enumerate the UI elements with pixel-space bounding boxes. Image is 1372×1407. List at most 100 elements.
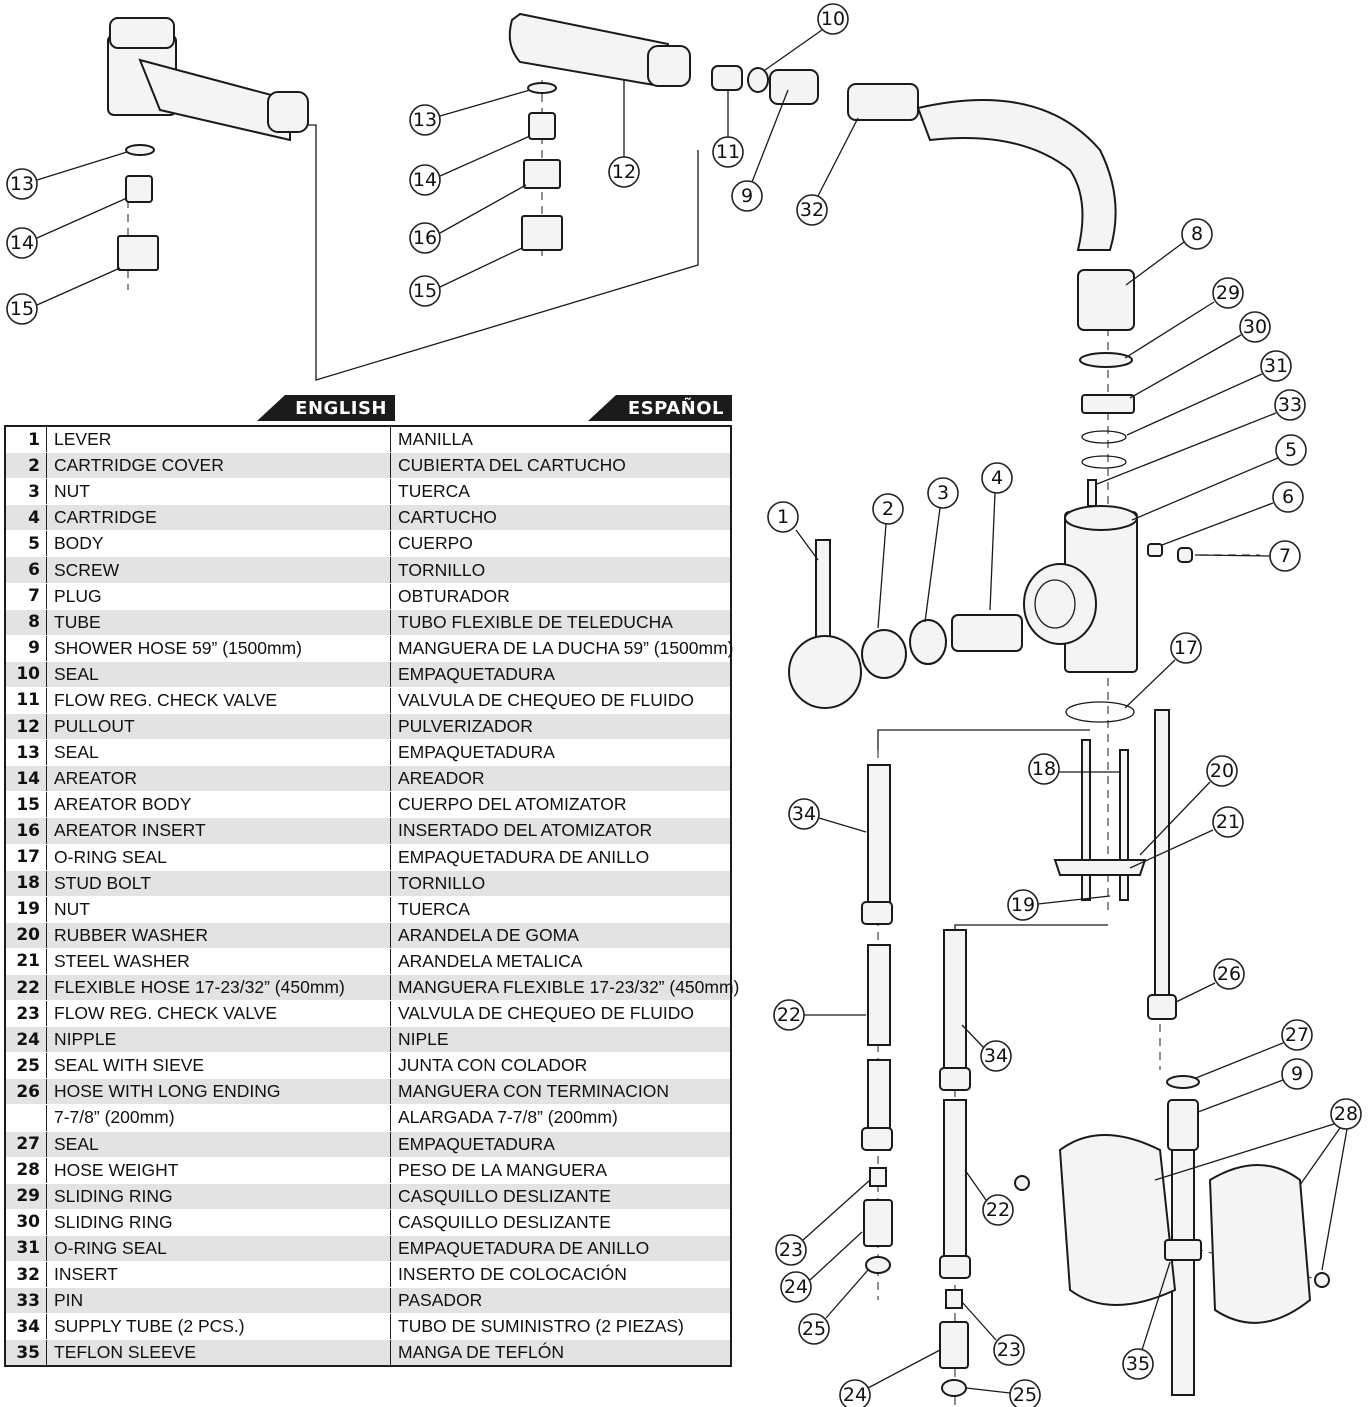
part-name-english: STUD BOLT: [46, 870, 391, 897]
svg-text:33: 33: [1278, 394, 1302, 416]
callout-13-left: 13: [6, 151, 128, 200]
svg-text:14: 14: [10, 232, 34, 254]
part-number: 1: [5, 426, 47, 454]
part-number: 28: [5, 1157, 47, 1184]
part-name-english: HOSE WEIGHT: [46, 1157, 391, 1184]
supply-hoses: [861, 764, 971, 1397]
part-name-english: RUBBER WASHER: [46, 922, 391, 949]
svg-text:20: 20: [1210, 760, 1234, 782]
callout-10: 10: [764, 3, 849, 71]
svg-text:19: 19: [1011, 894, 1035, 916]
part-name-english: SEAL WITH SIEVE: [46, 1052, 391, 1080]
svg-text:5: 5: [1285, 439, 1297, 461]
part-number: 9: [5, 635, 47, 662]
svg-text:25: 25: [1013, 1384, 1037, 1406]
part-name-spanish: TUBO FLEXIBLE DE TELEDUCHA: [390, 609, 731, 636]
part-number: 12: [5, 713, 47, 741]
part-name-english: SEAL: [46, 739, 391, 767]
svg-text:30: 30: [1243, 316, 1267, 338]
valve-body: [1023, 505, 1193, 673]
part-name-spanish: TORNILLO: [390, 556, 731, 584]
callout-17: 17: [1124, 632, 1202, 709]
part-number: 22: [5, 974, 47, 1002]
part-name-english: SHOWER HOSE 59” (1500mm): [46, 635, 391, 662]
svg-text:12: 12: [612, 161, 636, 183]
part-name-spanish: INSERTADO DEL ATOMIZATOR: [390, 817, 731, 845]
part-name-spanish: CASQUILLO DESLIZANTE: [390, 1183, 731, 1210]
part-name-english: BODY: [46, 530, 391, 558]
part-name-spanish: NIPLE: [390, 1026, 731, 1054]
svg-text:26: 26: [1217, 963, 1241, 985]
svg-text:32: 32: [800, 199, 824, 221]
part-name-english: SCREW: [46, 556, 391, 584]
svg-text:9: 9: [741, 185, 753, 207]
svg-text:23: 23: [779, 1239, 803, 1261]
part-name-english: NUT: [46, 478, 391, 506]
part-number: 17: [5, 844, 47, 871]
callout-8: 8: [1125, 218, 1213, 286]
spanish-header: ESPAÑOL: [588, 395, 732, 421]
callout-23-left: 23: [775, 1179, 871, 1266]
part-number: [5, 1104, 47, 1132]
svg-text:24: 24: [843, 1384, 867, 1406]
callout-7: 7: [1194, 540, 1301, 572]
part-number: 14: [5, 765, 47, 793]
svg-text:13: 13: [10, 173, 34, 195]
part-name-english: SLIDING RING: [46, 1183, 391, 1210]
part-number: 31: [5, 1235, 47, 1263]
svg-text:22: 22: [986, 1199, 1010, 1221]
part-number: 32: [5, 1261, 47, 1289]
part-name-spanish: MANILLA: [390, 426, 731, 454]
callout-16: 16: [409, 184, 527, 254]
svg-text:16: 16: [413, 227, 437, 249]
part-number: 4: [5, 504, 47, 532]
svg-text:31: 31: [1264, 355, 1288, 377]
part-number: 10: [5, 661, 47, 688]
svg-text:1: 1: [777, 506, 789, 528]
callout-14-left: 14: [6, 197, 128, 259]
part-number: 11: [5, 687, 47, 715]
part-number: 29: [5, 1183, 47, 1210]
part-name-spanish: TUERCA: [390, 896, 731, 923]
part-name-spanish: MANGUERA DE LA DUCHA 59” (1500mm): [390, 635, 734, 662]
svg-text:15: 15: [413, 280, 437, 302]
part-number: 34: [5, 1313, 47, 1341]
callout-34-left: 34: [788, 798, 867, 833]
part-number: 24: [5, 1026, 47, 1054]
part-number: 23: [5, 1000, 47, 1028]
callout-3: 3: [924, 477, 959, 623]
part-name-spanish: CUERPO: [390, 530, 731, 558]
part-number: 21: [5, 948, 47, 975]
callout-26: 26: [1175, 958, 1245, 1003]
svg-text:17: 17: [1174, 637, 1198, 659]
fixed-spout: [107, 17, 309, 142]
part-name-spanish: EMPAQUETADURA: [390, 661, 731, 688]
part-name-english: PIN: [46, 1287, 391, 1315]
callout-25-left: 25: [798, 1269, 869, 1345]
callout-27: 27: [1195, 1019, 1313, 1079]
part-name-english: SLIDING RING: [46, 1209, 391, 1236]
part-name-spanish: MANGA DE TEFLÓN: [390, 1339, 731, 1367]
svg-text:34: 34: [792, 803, 816, 825]
part-name-english: TUBE: [46, 609, 391, 636]
callout-29: 29: [1124, 277, 1244, 359]
callout-35: 35: [1122, 1261, 1171, 1380]
hose-weight-assembly: [1014, 1075, 1330, 1396]
svg-text:23: 23: [997, 1339, 1021, 1361]
callout-24-left: 24: [780, 1231, 863, 1303]
callout-4: 4: [981, 462, 1013, 611]
svg-text:34: 34: [984, 1045, 1008, 1067]
part-number: 2: [5, 452, 47, 480]
